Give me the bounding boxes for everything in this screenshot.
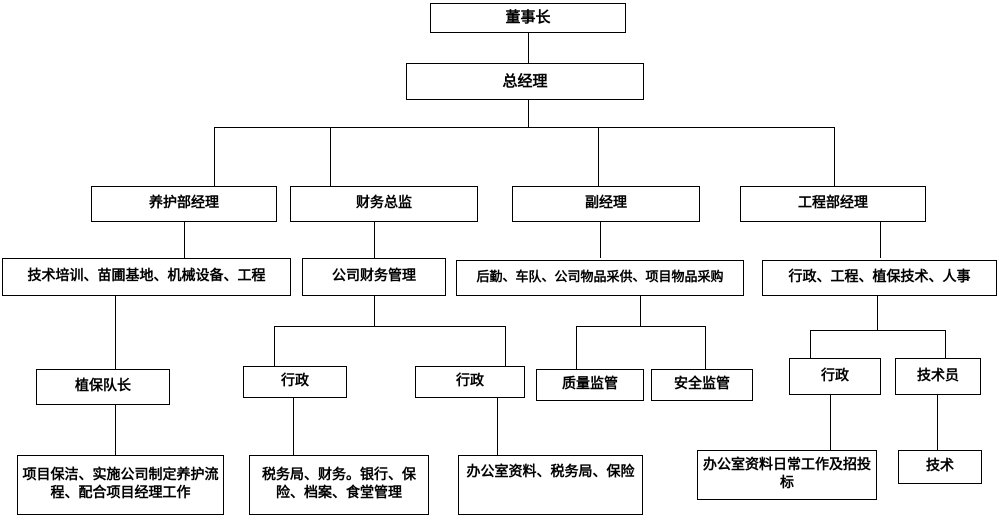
node-maintenance-manager-label: 养护部经理 xyxy=(149,195,219,212)
node-deputy-duties-label: 后勤、车队、公司物品采供、项目物品采购 xyxy=(476,269,724,285)
connector-drop-engineering xyxy=(834,127,835,186)
node-admin-finance-b-duties-label: 办公室资料、税务局、保险 xyxy=(466,464,635,480)
node-admin-engineering-label: 行政 xyxy=(821,367,849,384)
node-admin-engineering-duties-label: 办公室资料日常工作及招投标 xyxy=(703,457,871,491)
node-admin-finance-a-label: 行政 xyxy=(281,373,309,390)
connector-finance-branch-bus xyxy=(274,326,506,327)
connector-deputy-to-duties xyxy=(600,222,601,258)
connector-drop-safety xyxy=(705,326,706,369)
node-engineering-duties-label: 行政、工程、植保技术、人事 xyxy=(788,269,971,286)
node-admin-finance-a-duties-label: 税务局、财务。银行、保险、档案、食堂管理 xyxy=(262,467,416,501)
connector-admin-b-to-duties xyxy=(497,398,498,455)
connector-admin-eng-to-duties xyxy=(830,395,831,450)
connector-finance-duties-stem xyxy=(374,296,375,326)
connector-drop-admin-eng xyxy=(810,330,811,358)
node-plant-protection-duties-label: 项目保洁、实施公司制定养护流程、配合项目经理工作 xyxy=(22,467,219,501)
connector-admin-a-to-duties xyxy=(293,398,294,455)
connector-drop-quality xyxy=(576,326,577,369)
connector-engineering-to-duties xyxy=(880,222,881,258)
node-finance-director[interactable]: 财务总监 xyxy=(290,186,478,222)
connector-drop-admin-a xyxy=(274,326,275,369)
node-admin-finance-a-duties[interactable]: 税务局、财务。银行、保险、档案、食堂管理 xyxy=(249,455,429,515)
node-engineering-manager[interactable]: 工程部经理 xyxy=(740,186,926,222)
connector-drop-maintenance xyxy=(214,127,215,186)
node-technician-label: 技术员 xyxy=(917,367,959,384)
node-general-manager[interactable]: 总经理 xyxy=(406,63,644,100)
node-technician[interactable]: 技术员 xyxy=(895,358,981,395)
node-admin-engineering[interactable]: 行政 xyxy=(789,358,881,395)
node-admin-finance-a[interactable]: 行政 xyxy=(243,366,347,398)
node-technician-duties[interactable]: 技术 xyxy=(898,450,982,484)
node-quality-supervisor[interactable]: 质量监管 xyxy=(536,369,644,401)
node-chairman-label: 董事长 xyxy=(505,8,551,27)
connector-technician-to-duties xyxy=(937,395,938,450)
connector-maintenance-to-duties xyxy=(184,222,185,258)
node-maintenance-duties-label: 技术培训、苗圃基地、机械设备、工程 xyxy=(27,268,266,285)
node-admin-finance-b-duties[interactable]: 办公室资料、税务局、保险 xyxy=(458,455,643,515)
node-general-manager-label: 总经理 xyxy=(502,71,548,90)
node-finance-duties[interactable]: 公司财务管理 xyxy=(302,258,446,296)
connector-engineering-duties-stem xyxy=(877,296,878,330)
node-plant-protection-leader[interactable]: 植保队长 xyxy=(36,369,170,405)
connector-maintenance-duties-to-leader xyxy=(115,296,116,369)
node-engineering-manager-label: 工程部经理 xyxy=(798,195,868,212)
connector-deputy-duties-stem xyxy=(640,296,641,326)
connector-drop-technician xyxy=(945,330,946,358)
node-admin-finance-b-label: 行政 xyxy=(456,373,484,390)
connector-drop-deputy xyxy=(598,127,599,186)
node-quality-supervisor-label: 质量监管 xyxy=(562,376,618,393)
node-admin-engineering-duties[interactable]: 办公室资料日常工作及招投标 xyxy=(697,450,877,500)
connector-level3-bus xyxy=(214,127,835,128)
node-safety-supervisor-label: 安全监管 xyxy=(674,376,730,393)
node-safety-supervisor[interactable]: 安全监管 xyxy=(651,369,753,401)
connector-gm-stem xyxy=(528,100,529,127)
connector-engineering-branch-bus xyxy=(810,330,946,331)
connector-leader-to-duties xyxy=(115,405,116,455)
node-deputy-duties[interactable]: 后勤、车队、公司物品采供、项目物品采购 xyxy=(456,260,744,296)
node-finance-director-label: 财务总监 xyxy=(356,195,412,212)
node-technician-duties-label: 技术 xyxy=(926,458,954,475)
connector-deputy-branch-bus xyxy=(576,326,706,327)
node-deputy-manager-label: 副经理 xyxy=(585,195,627,212)
connector-drop-admin-b xyxy=(505,326,506,369)
connector-drop-finance xyxy=(330,127,331,186)
connector-finance-to-duties xyxy=(374,222,375,258)
node-maintenance-duties[interactable]: 技术培训、苗圃基地、机械设备、工程 xyxy=(2,258,291,296)
node-admin-finance-b[interactable]: 行政 xyxy=(415,366,525,398)
node-chairman[interactable]: 董事长 xyxy=(430,3,626,33)
node-deputy-manager[interactable]: 副经理 xyxy=(512,186,700,222)
node-maintenance-manager[interactable]: 养护部经理 xyxy=(91,186,277,222)
node-plant-protection-leader-label: 植保队长 xyxy=(75,378,131,395)
node-finance-duties-label: 公司财务管理 xyxy=(332,268,416,285)
connector-chairman-to-gm xyxy=(528,33,529,63)
node-plant-protection-duties[interactable]: 项目保洁、实施公司制定养护流程、配合项目经理工作 xyxy=(17,455,224,515)
node-engineering-duties[interactable]: 行政、工程、植保技术、人事 xyxy=(762,260,997,296)
